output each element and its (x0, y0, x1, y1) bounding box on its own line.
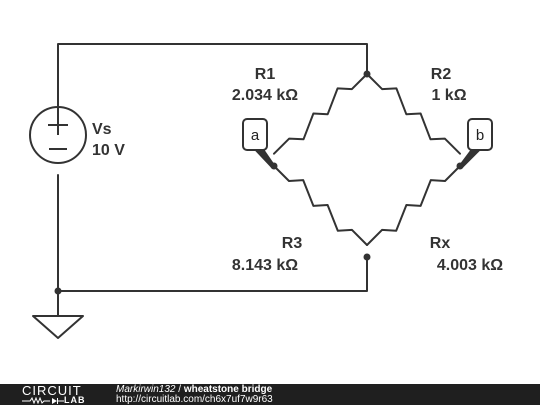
r1-value-label: 2.034 kΩ (232, 87, 298, 104)
waveform-icon (22, 397, 64, 404)
plus-icon (48, 115, 68, 135)
author-link[interactable]: Markirwin132 (116, 384, 176, 395)
source-name-label: Vs (92, 121, 112, 138)
resistor-r1 (273, 73, 368, 155)
r3-value-label: 8.143 kΩ (232, 257, 298, 274)
junction-top (363, 70, 371, 78)
resistor-r2 (366, 73, 461, 155)
junction-left (270, 162, 278, 170)
circuit-url-link[interactable]: http://circuitlab.com/ch6x7uf7w9r63 (116, 394, 273, 405)
resistor-rx (366, 165, 461, 246)
footer-bar: CIRCUIT LAB Markirwin132 / wheatstone br… (0, 384, 540, 405)
meta-separator: / (175, 384, 184, 395)
rx-value-label: 4.003 kΩ (437, 257, 503, 274)
wire-bottom (57, 174, 368, 292)
probe-a-label: a (251, 127, 260, 144)
rx-name-label: Rx (430, 235, 451, 252)
r2-name-label: R2 (431, 66, 452, 83)
resistor-r3 (273, 165, 368, 246)
circuit-meta: Markirwin132 / wheatstone bridge (116, 385, 272, 395)
circuit-title[interactable]: wheatstone bridge (183, 384, 273, 395)
probe-b-label: b (476, 127, 484, 144)
circuit-schematic: Vs 10 V R1 2.034 kΩ R2 1 kΩ R3 8.143 kΩ … (29, 43, 503, 339)
voltage-source-circle (29, 106, 87, 164)
r1-name-label: R1 (255, 66, 276, 83)
junction-right (456, 162, 464, 170)
logo-lab-text: LAB (64, 395, 86, 405)
ground-icon (32, 315, 84, 339)
r3-name-label: R3 (282, 235, 303, 252)
wire-top (57, 43, 368, 116)
source-value-label: 10 V (92, 142, 125, 159)
logo-wordmark: CIRCUIT (22, 383, 82, 398)
junction-bottom (363, 253, 371, 261)
r2-value-label: 1 kΩ (431, 87, 466, 104)
circuitlab-logo[interactable]: CIRCUIT LAB (22, 384, 102, 405)
junction-ground (54, 287, 62, 295)
